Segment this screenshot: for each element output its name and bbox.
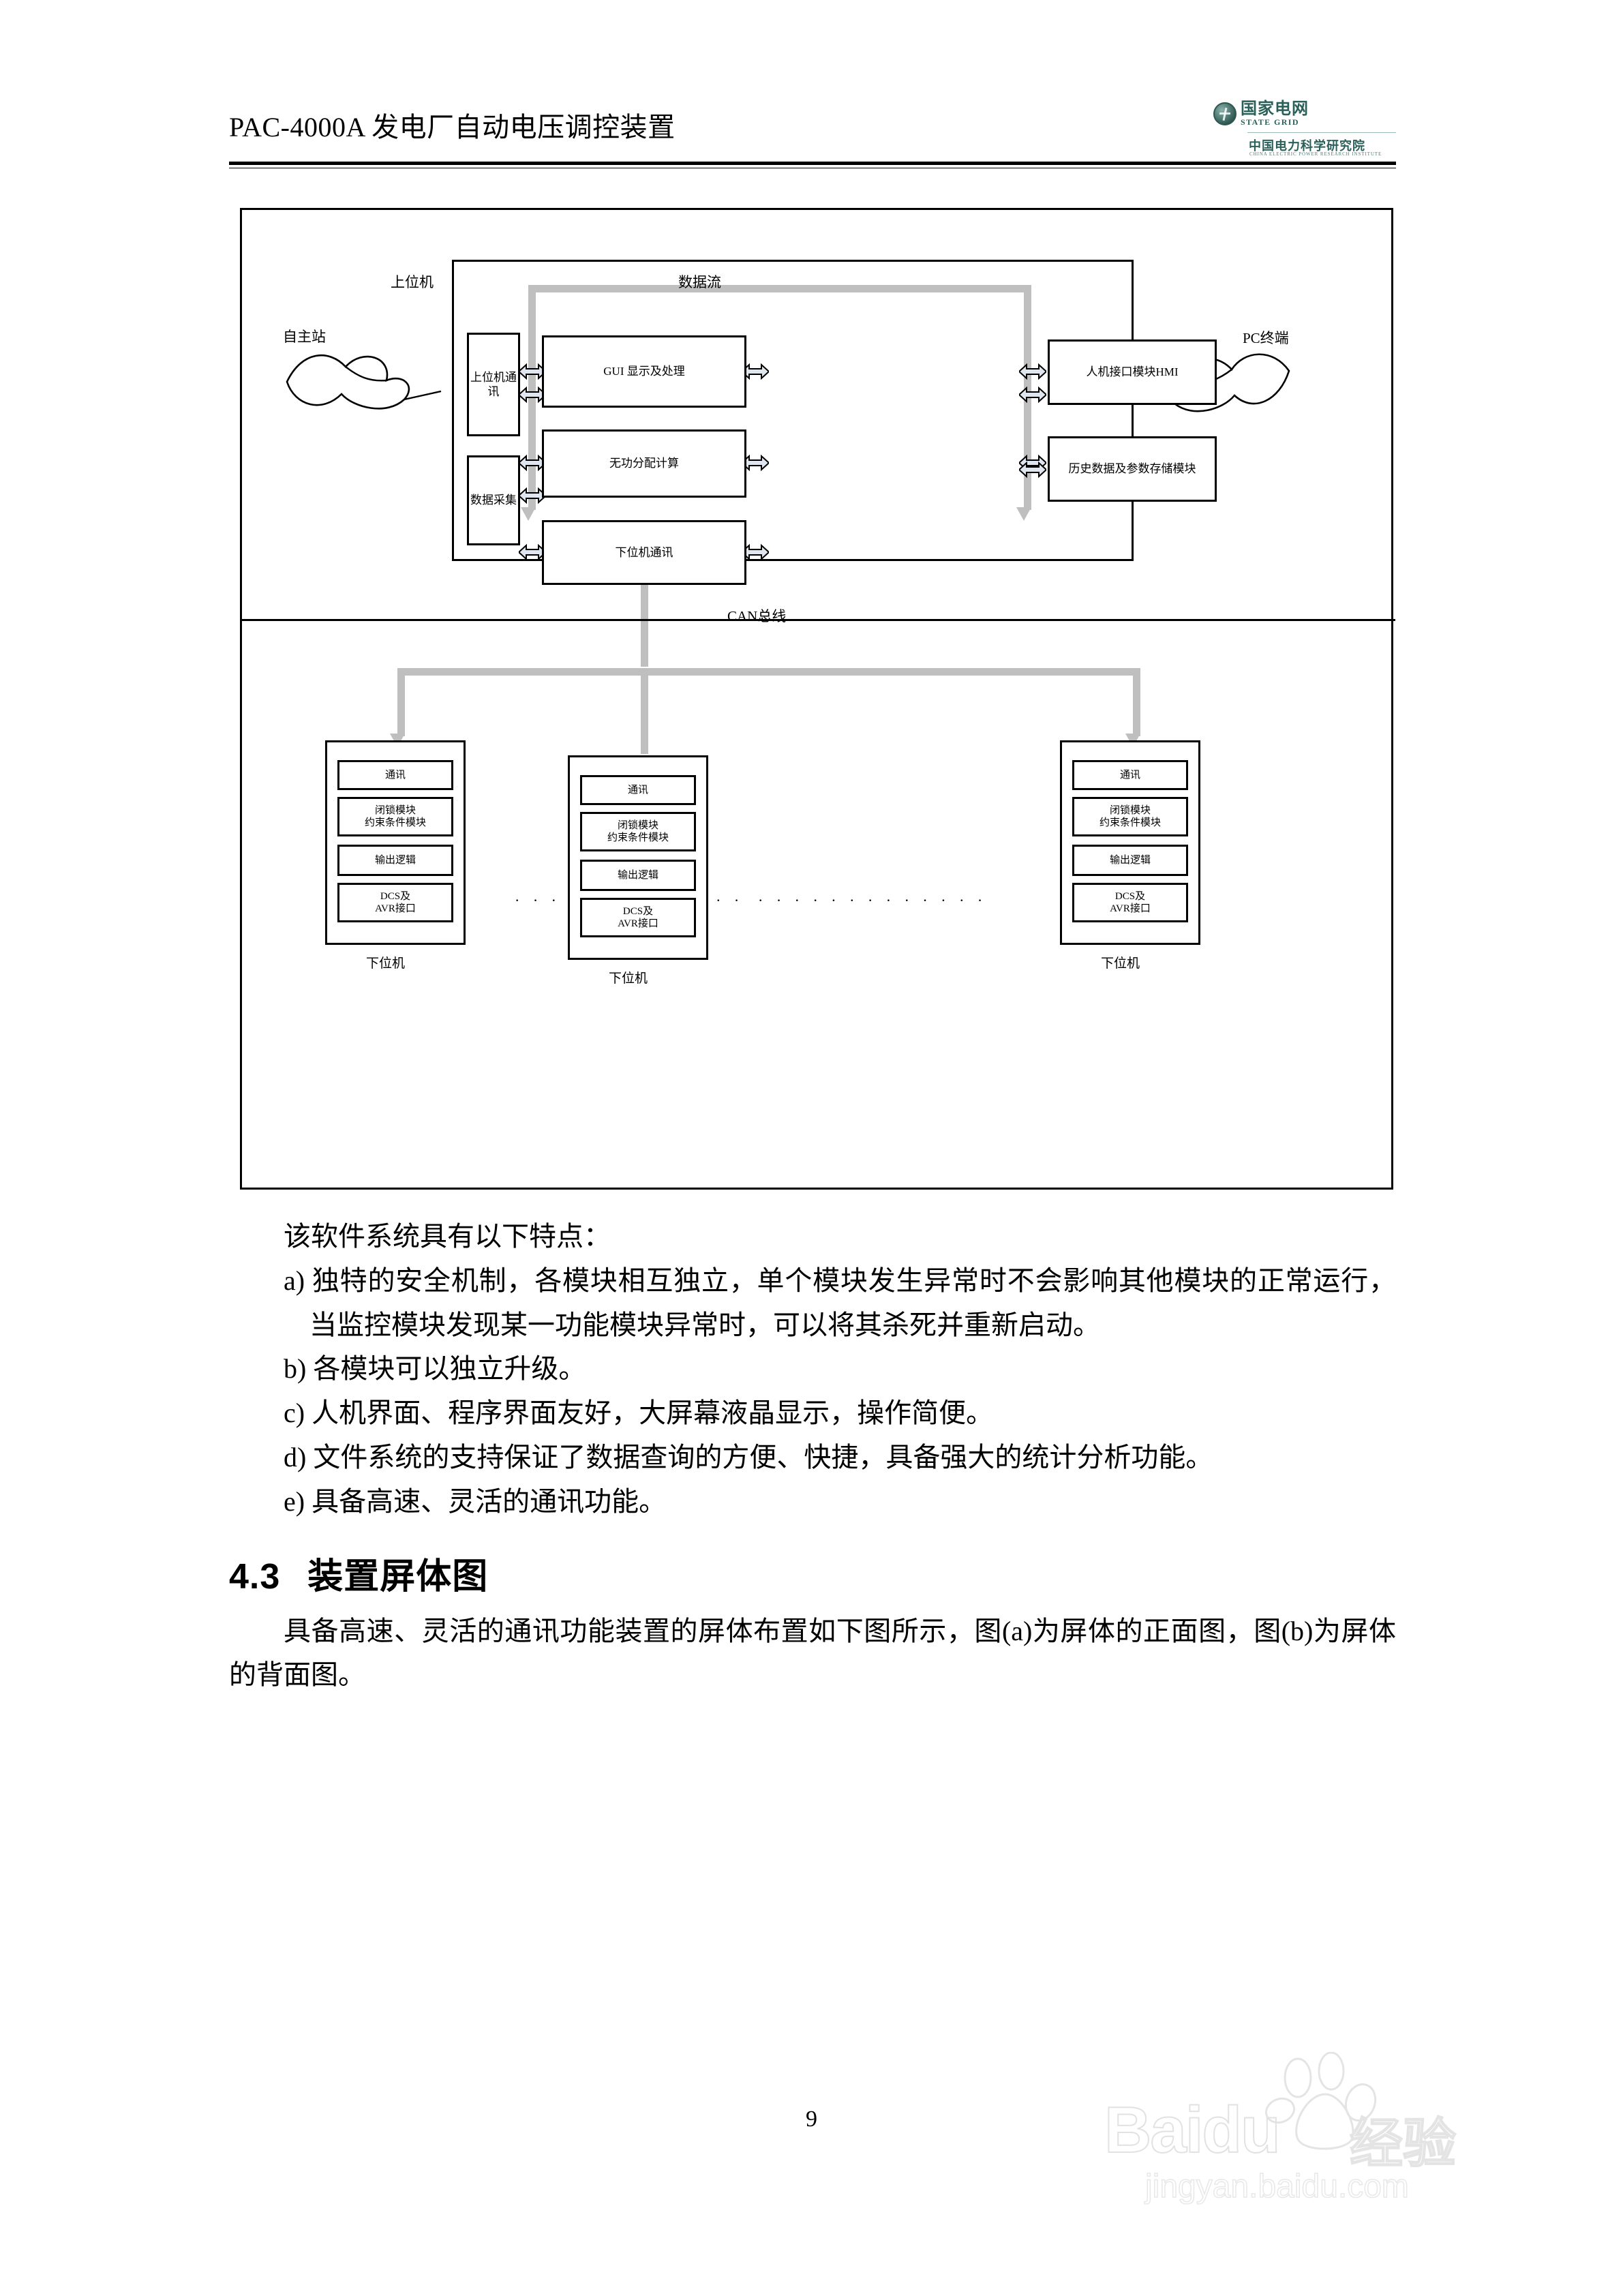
- page-number: 9: [806, 2106, 817, 2132]
- section-number: 4.3: [229, 1556, 281, 1597]
- logo-primary: 国家电网 STATE GRID: [1213, 101, 1309, 127]
- module-gui-display-label: GUI 显示及处理: [603, 365, 685, 378]
- network-cloud-left-icon: [286, 354, 442, 410]
- feature-item-e: e) 具备高速、灵活的通讯功能。: [284, 1485, 667, 1517]
- logo-chinese-name: 国家电网: [1241, 100, 1309, 118]
- distribution-bus: [397, 668, 1140, 676]
- lc2-module-dcs-avr: DCS及 AVR接口: [580, 898, 696, 937]
- arrow-slave-comm-right: [742, 543, 769, 561]
- can-bus-drop: [641, 585, 648, 667]
- can-bus-line: [242, 619, 1395, 621]
- lc3-module-comm: 通讯: [1072, 760, 1188, 790]
- module-host-comm: 上位机通讯: [467, 333, 520, 436]
- module-history-storage: 历史数据及参数存储模块: [1048, 436, 1217, 502]
- lc2-module-output-logic: 输出逻辑: [580, 860, 696, 891]
- distribution-drop-right: [1133, 668, 1140, 736]
- lower-computer-card-2: 通讯 闭锁模块 约束条件模块 输出逻辑 DCS及 AVR接口: [568, 755, 708, 960]
- page-title: PAC-4000A 发电厂自动电压调控装置: [229, 112, 676, 142]
- baidu-paw-icon: [1265, 2052, 1377, 2150]
- module-data-acquisition: 数据采集: [467, 455, 520, 545]
- lc3-module-interlock: 闭锁模块 约束条件模块: [1072, 797, 1188, 836]
- lower-computer-caption-1: 下位机: [366, 956, 406, 971]
- label-data-flow: 数据流: [678, 274, 721, 290]
- host-machine-container: [452, 260, 1134, 561]
- module-reactive-calc-label: 无功分配计算: [609, 457, 679, 470]
- module-gui-display: GUI 显示及处理: [542, 335, 746, 408]
- data-flow-arrow-left: [521, 507, 536, 521]
- label-can-bus: CAN总线: [727, 608, 787, 624]
- lc1-module-comm: 通讯: [337, 760, 453, 790]
- lower-computer-caption-2: 下位机: [609, 971, 648, 986]
- module-hmi-label: 人机接口模块HMI: [1086, 365, 1179, 379]
- data-flow-rail-top: [528, 285, 1031, 292]
- state-grid-emblem-icon: [1213, 102, 1237, 126]
- distribution-drop-center: [641, 668, 648, 754]
- arrow-rail-hmi: [1019, 386, 1046, 404]
- module-slave-comm: 下位机通讯: [542, 520, 746, 585]
- module-reactive-calc: 无功分配计算: [542, 429, 746, 498]
- logo-divider: [1247, 132, 1396, 133]
- lower-computer-caption-3: 下位机: [1101, 956, 1140, 971]
- arrow-reactive-calc-right: [742, 454, 769, 472]
- label-host-machine: 上位机: [391, 274, 434, 290]
- lower-computer-card-3: 通讯 闭锁模块 约束条件模块 输出逻辑 DCS及 AVR接口: [1060, 740, 1200, 945]
- state-grid-logo: 国家电网 STATE GRID 中国电力科学研究院 CHINA ELECTRIC…: [1213, 101, 1397, 160]
- section-heading-4-3: 4.3 装置屏体图: [229, 1547, 1396, 1599]
- lc1-module-dcs-avr: DCS及 AVR接口: [337, 883, 453, 922]
- document-body: 该软件系统具有以下特点： a) 独特的安全机制，各模块相互独立，单个模块发生异常…: [229, 1215, 1396, 1697]
- arrow-slave-comm-left: [519, 543, 546, 561]
- label-pc-terminal: PC终端: [1243, 330, 1289, 346]
- arrow-rail-hmi-top: [1019, 363, 1046, 380]
- ellipsis-right: · · · · · · · · · · · · ·: [758, 892, 988, 909]
- logo-english-name: STATE GRID: [1241, 117, 1299, 127]
- module-host-comm-label: 上位机通讯: [470, 370, 517, 398]
- section-paragraph: 具备高速、灵活的通讯功能装置的屏体布置如下图所示，图(a)为屏体的正面图，图(b…: [229, 1615, 1396, 1691]
- module-slave-comm-label: 下位机通讯: [615, 545, 673, 559]
- arrow-data-acq-rail: [519, 487, 546, 504]
- lc1-module-output-logic: 输出逻辑: [337, 845, 453, 876]
- page-header: PAC-4000A 发电厂自动电压调控装置: [229, 82, 1396, 172]
- module-data-acquisition-label: 数据采集: [470, 494, 517, 507]
- module-history-storage-label: 历史数据及参数存储模块: [1068, 462, 1196, 476]
- lower-computer-card-1: 通讯 闭锁模块 约束条件模块 输出逻辑 DCS及 AVR接口: [325, 740, 466, 945]
- logo-institute-chinese: 中国电力科学研究院: [1249, 139, 1365, 153]
- lc2-module-comm: 通讯: [580, 775, 696, 805]
- module-hmi: 人机接口模块HMI: [1048, 339, 1217, 405]
- arrow-reactive-calc-left: [519, 454, 546, 472]
- lc2-module-interlock: 闭锁模块 约束条件模块: [580, 812, 696, 851]
- arrow-gui-right: [742, 363, 769, 380]
- watermark-url: jingyan.baidu.com: [1144, 2168, 1409, 2205]
- intro-paragraph: 该软件系统具有以下特点：: [284, 1221, 611, 1252]
- data-flow-arrow-right: [1016, 507, 1031, 521]
- feature-item-a: a) 独特的安全机制，各模块相互独立，单个模块发生异常时不会影响其他模块的正常运…: [284, 1265, 1396, 1340]
- feature-item-d: d) 文件系统的支持保证了数据查询的方便、快捷，具备强大的统计分析功能。: [284, 1441, 1213, 1472]
- lc3-module-dcs-avr: DCS及 AVR接口: [1072, 883, 1188, 922]
- distribution-drop-left: [397, 668, 405, 736]
- feature-item-b: b) 各模块可以独立升级。: [284, 1353, 586, 1385]
- arrow-host-comm-gui: [519, 363, 546, 380]
- feature-item-c: c) 人机界面、程序界面友好，大屏幕液晶显示，操作简便。: [284, 1398, 994, 1429]
- section-title: 装置屏体图: [307, 1556, 489, 1597]
- software-architecture-diagram: 上位机 数据流 自主站 PC终端 CAN总线: [240, 208, 1395, 1190]
- label-autonomous-station: 自主站: [283, 329, 326, 345]
- header-divider: [229, 162, 1396, 168]
- lc1-module-interlock: 闭锁模块 约束条件模块: [337, 797, 453, 836]
- logo-institute-english: CHINA ELECTRIC POWER RESEARCH INSTITUTE: [1249, 151, 1382, 157]
- arrow-rail-history: [1019, 461, 1046, 479]
- lc3-module-output-logic: 输出逻辑: [1072, 845, 1188, 876]
- arrow-host-comm-rail: [519, 386, 546, 404]
